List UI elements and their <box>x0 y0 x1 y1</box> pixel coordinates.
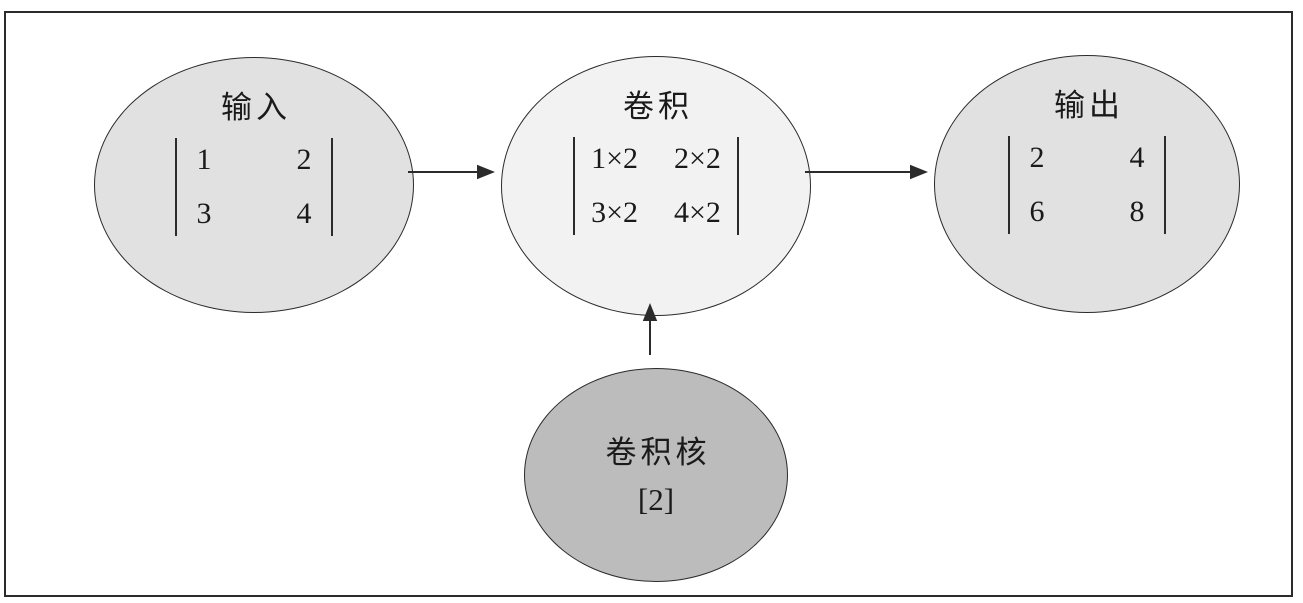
convolution-matrix: 1×2 2×2 3×2 4×2 <box>573 136 739 235</box>
node-convolution-title: 卷积 <box>623 89 693 124</box>
matrix-cell: 6 <box>1029 194 1045 228</box>
matrix-cell: 3 <box>196 196 212 230</box>
matrix-cell: 8 <box>1129 194 1145 228</box>
node-input: 输入 1 2 3 4 <box>94 57 414 313</box>
matrix-cell: 1 <box>196 142 212 176</box>
output-matrix: 2 4 6 8 <box>1008 135 1166 234</box>
node-output: 输出 2 4 6 8 <box>934 55 1240 313</box>
diagram-frame: 输入 1 2 3 4 卷积 1×2 2×2 <box>4 11 1293 597</box>
matrix-left-bar <box>175 137 177 236</box>
node-input-title: 输入 <box>221 90 291 125</box>
matrix-cell: 3×2 <box>591 195 638 229</box>
matrix-cell: 2 <box>1029 140 1045 174</box>
node-kernel: 卷积核 [2] <box>524 368 788 582</box>
node-output-title: 输出 <box>1054 88 1124 123</box>
matrix-cell: 4×2 <box>674 195 721 229</box>
matrix-cell: 1×2 <box>591 141 638 175</box>
matrix-cell: 2 <box>296 142 312 176</box>
matrix-right-bar <box>736 136 739 235</box>
matrix-left-bar <box>573 136 576 235</box>
matrix-cell: 2×2 <box>674 141 721 175</box>
matrix-right-bar <box>1164 135 1166 234</box>
matrix-left-bar <box>1008 135 1010 234</box>
node-convolution: 卷积 1×2 2×2 3×2 4×2 <box>501 56 811 316</box>
matrix-right-bar <box>331 137 333 236</box>
matrix-cell: 4 <box>296 196 312 230</box>
node-kernel-title: 卷积核 <box>605 434 711 470</box>
matrix-cell: 4 <box>1129 140 1145 174</box>
input-matrix: 1 2 3 4 <box>175 137 333 236</box>
kernel-value: [2] <box>637 482 675 518</box>
